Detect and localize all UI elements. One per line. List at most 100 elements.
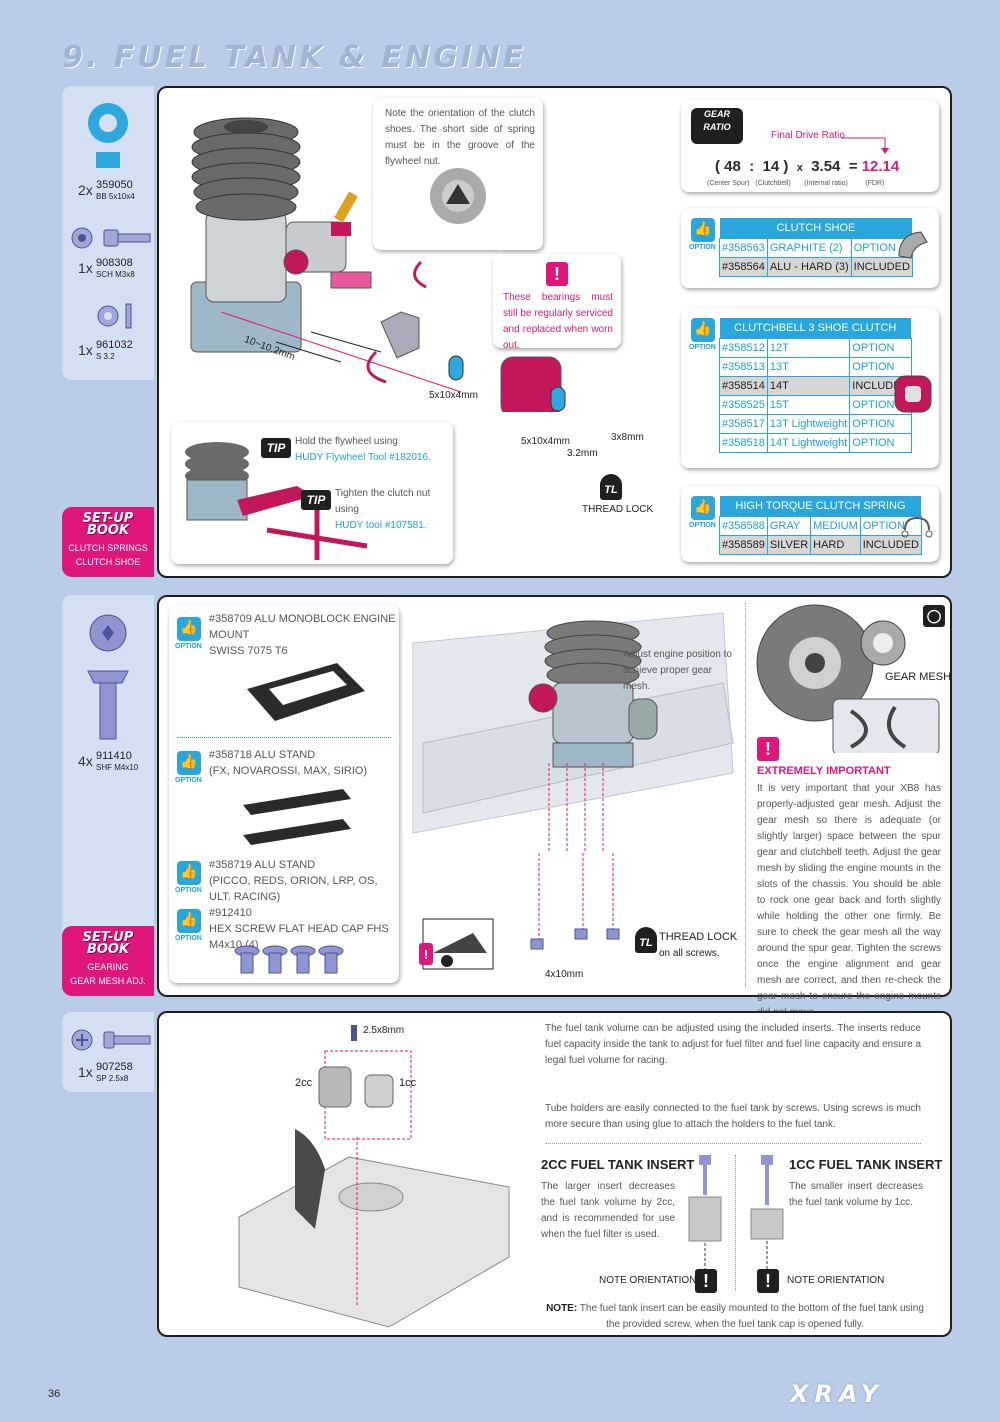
- hex-screws-image: [234, 945, 344, 974]
- washer-icon: [97, 303, 132, 329]
- tube-holders-text: Tube holders are easily connected to the…: [545, 1103, 921, 1130]
- option-4-title[interactable]: #912410: [209, 907, 252, 919]
- thumbs-up-icon: [691, 318, 715, 342]
- thumbs-up-icon: [177, 751, 201, 775]
- bearing2-label: 5x10x4mm: [521, 436, 570, 447]
- page-number: 36: [48, 1388, 61, 1400]
- thumbs-up-icon: [177, 909, 201, 933]
- warning-icon: !: [757, 737, 779, 761]
- cap-screw-icon: [71, 227, 151, 249]
- ratio-formula: ( 48 : 14 ) x 3.54 = 12.14: [715, 158, 900, 175]
- washer-label: 3.2mm: [567, 448, 598, 459]
- bearing-icon: [88, 103, 128, 168]
- orientation-note-1cc: NOTE ORIENTATION: [787, 1275, 885, 1286]
- panel-engine-mount: OPTION #358709 ALU MONOBLOCK ENGINE MOUN…: [157, 595, 952, 1018]
- clutchbell-icon: [894, 375, 932, 413]
- fuel-note: NOTE: The fuel tank insert can be easily…: [546, 1303, 924, 1330]
- tip-icon-1: TIP: [261, 438, 291, 458]
- warning-icon: !: [546, 262, 568, 286]
- warning-icon-small: !: [419, 943, 433, 965]
- fuel-intro: The fuel tank volume can be adjusted usi…: [545, 1023, 921, 1066]
- thumbs-up-icon: [177, 861, 201, 885]
- thumbs-up-icon: [177, 617, 201, 641]
- option-2-title[interactable]: #358718 ALU STAND: [209, 749, 316, 761]
- orientation-note-2cc: NOTE ORIENTATION: [599, 1275, 697, 1286]
- insert-1cc-label: 1cc: [399, 1077, 417, 1089]
- hudy-tool-link[interactable]: HUDY tool #107581.: [335, 520, 427, 531]
- chassis-engine-diagram: [412, 612, 734, 970]
- important-title: EXTREMELY IMPORTANT: [757, 765, 891, 777]
- clutch-note: Note the orientation of the clutch shoes…: [385, 108, 535, 167]
- insert-2cc-heading: 2CC FUEL TANK INSERT: [541, 1157, 695, 1172]
- flat-head-screw-icon: [87, 614, 129, 740]
- insert-2cc-image: [688, 1155, 722, 1279]
- insert-2cc-text: The larger insert decreases the fuel tan…: [541, 1181, 675, 1240]
- page-title: 9. FUEL TANK & ENGINE: [62, 40, 527, 75]
- arrow-icon: [841, 137, 889, 154]
- important-text: It is very important that your XB8 has p…: [757, 783, 941, 1018]
- option-1-title[interactable]: #358709 ALU MONOBLOCK ENGINE MOUNT: [209, 613, 396, 641]
- bearings-warn: These bearings must still be regularly s…: [503, 292, 613, 351]
- orientation-warning-icon: !: [695, 1269, 717, 1293]
- panel-fuel-tank: 2.5x8mm 2cc 1cc The fuel tank volume can…: [157, 1011, 952, 1337]
- screw-2-5-label: 2.5x8mm: [363, 1025, 405, 1036]
- insert-1cc-image: [750, 1155, 784, 1279]
- thumbs-up-icon: [691, 218, 715, 242]
- bearings-warn-box: ! These bearings must still be regularly…: [493, 254, 621, 351]
- screw-label: 3x8mm: [611, 432, 644, 443]
- engine-mount-image: [247, 663, 365, 721]
- insert-1cc-heading: 1CC FUEL TANK INSERT: [789, 1157, 943, 1172]
- thread-lock-icon: TL: [635, 927, 657, 953]
- engine-clutch-diagram: [190, 117, 566, 412]
- insert-1cc-text: The smaller insert decreases the fuel ta…: [789, 1181, 923, 1208]
- clutch-shoe-icon: [898, 231, 928, 259]
- engine-mount-options: OPTION #358709 ALU MONOBLOCK ENGINE MOUN…: [169, 605, 399, 983]
- hudy-flywheel-tool-link[interactable]: HUDY Flywheel Tool #182016.: [295, 452, 431, 463]
- screw-size-label: 4x10mm: [545, 969, 584, 980]
- option-3-title[interactable]: #358719 ALU STAND: [209, 859, 316, 871]
- spring-icon: [901, 516, 933, 538]
- flywheel-tool-diagram: [185, 442, 368, 560]
- orientation-warning-icon: !: [757, 1269, 779, 1293]
- clutch-note-box: Note the orientation of the clutch shoes…: [373, 98, 543, 250]
- adjust-note: Adjust engine position to achieve proper…: [623, 649, 732, 692]
- gear-mesh-label: GEAR MESH: [885, 671, 952, 683]
- bearing1-label: 5x10x4mm: [429, 390, 478, 401]
- thread-lock-icon: TL: [600, 474, 622, 500]
- self-tapping-screw-icon: [71, 1029, 151, 1051]
- alu-stand-image: [243, 789, 351, 845]
- final-drive-label: Final Drive Ratio: [771, 130, 845, 141]
- gear-mesh-diagram: [756, 604, 940, 753]
- thread-lock-label: THREAD LOCK: [582, 504, 654, 515]
- brand-logo: XRAY: [790, 1380, 885, 1408]
- insert-2cc-label: 2cc: [295, 1077, 313, 1089]
- fuel-tank-diagram: [238, 1025, 510, 1328]
- panel-clutch: 10~10.2mm 5x10x4mm 5x10x4mm 3.2mm 3x8mm …: [157, 86, 952, 578]
- clutchbell-option-box: OPTION CLUTCHBELL 3 SHOE CLUTCH #3585121…: [681, 308, 939, 468]
- tip-icon-2: TIP: [301, 490, 331, 510]
